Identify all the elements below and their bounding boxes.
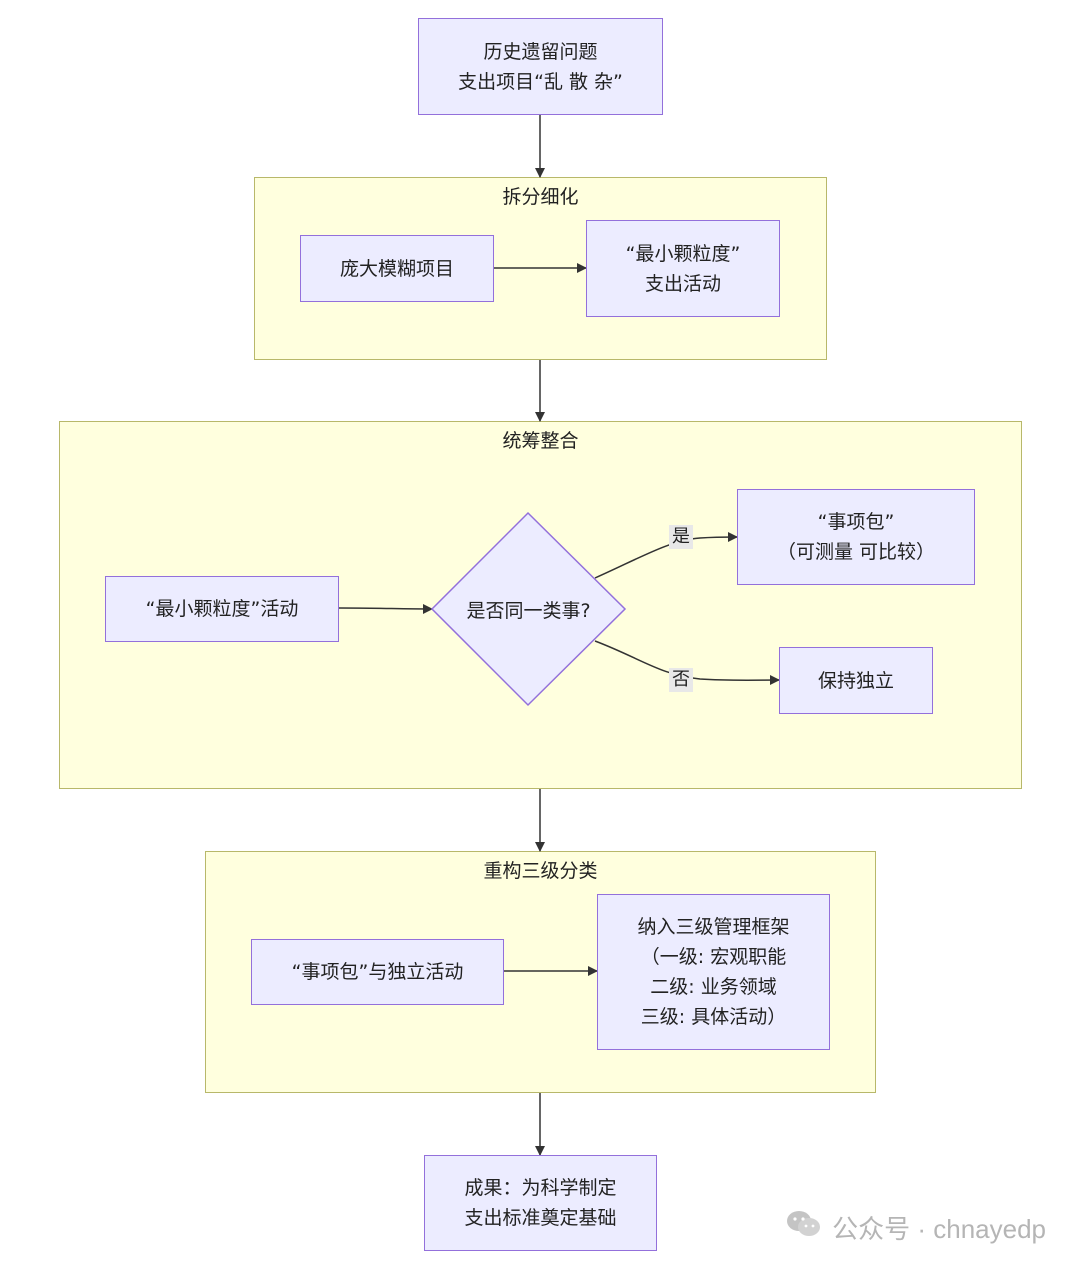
node-independent-label: 保持独立 [817,669,894,692]
edge-decision-no [594,640,780,686]
node-min-granularity-activity-label: “最小颗粒度”活动 [145,598,299,620]
watermark: 公众号 · chnayedp [786,1209,1046,1246]
edge-label-yes: 是 [669,525,693,549]
edge-activity-to-decision [338,603,433,614]
node-result: 成果：为科学制定 支出标准奠定基础 [424,1155,657,1251]
node-package-line-2: （可测量 可比较） [776,541,936,563]
node-result-line-2: 支出标准奠定基础 [464,1207,617,1229]
node-independent: 保持独立 [779,647,933,714]
node-min-granularity: “最小颗粒度” 支出活动 [586,220,780,317]
node-three-level-framework: 纳入三级管理框架 （一级: 宏观职能 二级: 业务领域 三级: 具体活动） [597,894,830,1050]
wechat-icon [786,1209,822,1246]
node-min-granularity-line-2: 支出活动 [644,272,721,295]
cluster-title-integrate: 统筹整合 [502,430,579,452]
node-framework-line-3: 二级: 业务领域 [650,976,777,998]
node-min-granularity-line-1: “最小颗粒度” [625,242,741,265]
node-min-granularity-activity: “最小颗粒度”活动 [105,576,339,642]
decision-diamond [430,511,627,707]
node-history-line-1: 历史遗留问题 [483,40,598,63]
decision-label: 是否同一类事? [466,599,591,622]
node-history-line-2: 支出项目“乱 散 杂” [458,70,623,93]
cluster-title-split: 拆分细化 [502,186,579,208]
node-vague-project-label: 庞大模糊项目 [339,257,454,280]
node-history: 历史遗留问题 支出项目“乱 散 杂” [418,18,663,115]
node-package-and-independent: “事项包”与独立活动 [251,939,504,1005]
node-package-and-independent-label: “事项包”与独立活动 [291,961,464,983]
edge-decision-yes [594,532,738,579]
watermark-text: 公众号 · chnayedp [832,1214,1046,1244]
node-package: “事项包” （可测量 可比较） [737,489,975,585]
node-result-line-1: 成果：为科学制定 [464,1177,617,1199]
node-package-line-1: “事项包” [817,511,895,533]
node-framework-line-2: （一级: 宏观职能 [640,946,787,968]
cluster-title-restructure: 重构三级分类 [483,860,598,882]
node-framework-line-4: 三级: 具体活动） [640,1006,787,1028]
edge-label-no: 否 [669,668,693,692]
node-vague-project: 庞大模糊项目 [300,235,494,302]
node-framework-line-1: 纳入三级管理框架 [637,916,790,938]
